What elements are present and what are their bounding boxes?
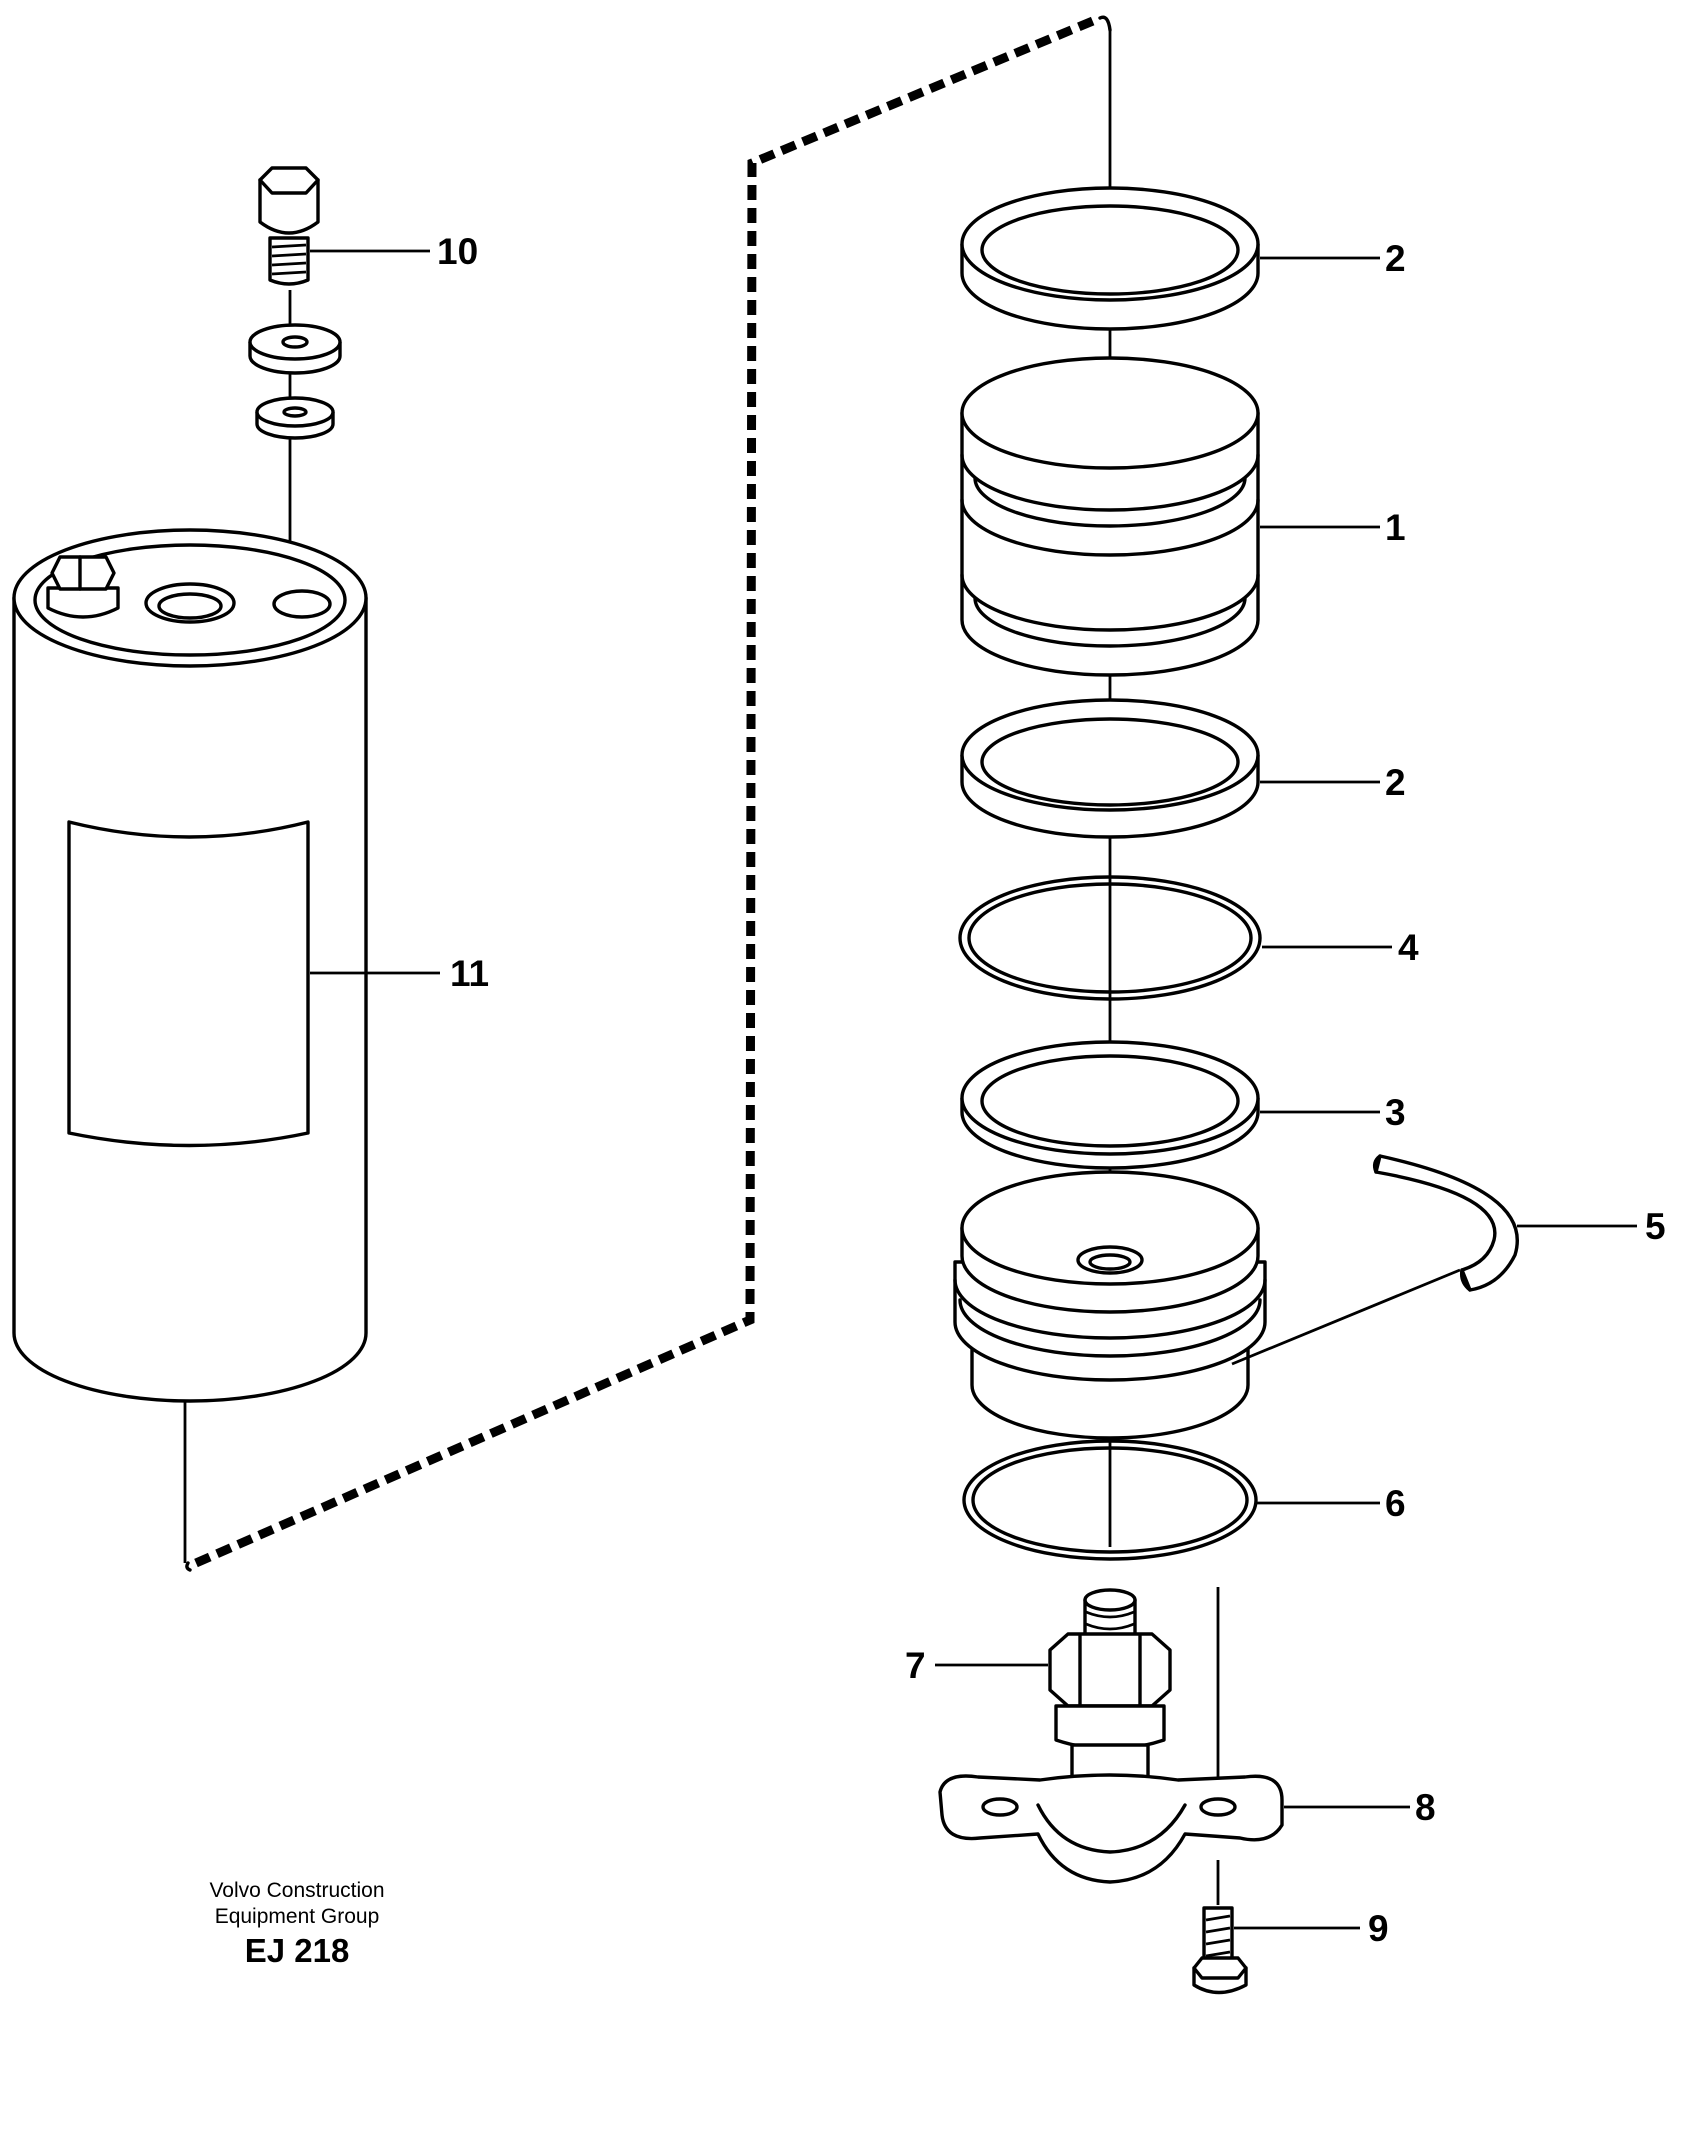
leader-lines: [310, 249, 1637, 1930]
callout-8: 8: [1415, 1787, 1436, 1828]
callout-9: 9: [1368, 1908, 1389, 1949]
plug-bolt-icon: [46, 555, 120, 619]
accumulator: [12, 528, 368, 1403]
screw-9: [1192, 1906, 1248, 1995]
callout-4: 4: [1398, 927, 1419, 968]
callout-3: 3: [1385, 1092, 1406, 1133]
credit-line-1: Volvo Construction: [209, 1879, 384, 1902]
guide-ring-bottom: [960, 698, 1260, 839]
callout-5: 5: [1645, 1206, 1666, 1247]
backup-ring: [960, 1040, 1260, 1170]
callout-10: 10: [437, 231, 478, 272]
end-cap: [953, 1170, 1461, 1440]
o-ring-4: [958, 875, 1262, 1001]
guide-ring-top: [960, 186, 1260, 331]
piston: [960, 356, 1260, 677]
retaining-ring: [1372, 1154, 1519, 1292]
credit-line-2: Equipment Group: [215, 1905, 380, 1928]
callout-1: 1: [1385, 507, 1406, 548]
screw-and-washers: [248, 166, 342, 440]
callout-labels: 10 11 2 1 2 4 3 5 6 7 8 9: [437, 231, 1666, 1949]
callout-2-bottom: 2: [1385, 762, 1406, 803]
credit-block: Volvo Construction Equipment Group EJ 21…: [209, 1879, 384, 1969]
clamp: [938, 1773, 1284, 1884]
callout-6: 6: [1385, 1483, 1406, 1524]
drawing-code: EJ 218: [245, 1932, 350, 1969]
dashed-connector: [185, 13, 1112, 1572]
o-ring-6: [962, 1439, 1258, 1561]
callout-11: 11: [450, 953, 489, 994]
callout-7: 7: [905, 1645, 926, 1686]
callout-2-top: 2: [1385, 238, 1406, 279]
